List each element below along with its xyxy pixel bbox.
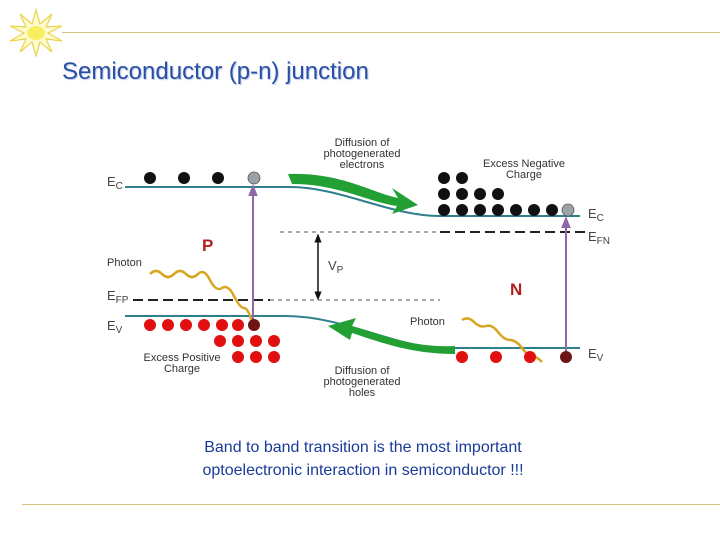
electron (528, 204, 540, 216)
electron-diffusion-label: Diffusion of photogenerated electrons (323, 137, 401, 171)
electron (438, 172, 450, 184)
electron (474, 204, 486, 216)
photogenerated-hole (560, 351, 572, 363)
hole (268, 351, 280, 363)
hole-diffusion-arrow (328, 318, 455, 354)
hole (232, 351, 244, 363)
excess-holes (144, 319, 280, 363)
p-region-label: P (202, 236, 214, 255)
efn-label: EFN (588, 229, 611, 247)
hole (268, 335, 280, 347)
ec-left-label: EC (107, 174, 123, 192)
hole (180, 319, 192, 331)
electron (178, 172, 190, 184)
p-side-electrons (144, 171, 261, 185)
hole (162, 319, 174, 331)
n-region-label: N (510, 280, 523, 299)
photogenerated-electron (247, 171, 261, 185)
electron (212, 172, 224, 184)
hole (214, 335, 226, 347)
excess-positive-label: Excess Positive Charge (143, 352, 221, 375)
electron-diffusion-arrow (288, 173, 418, 214)
hole-diffusion-label: Diffusion of photogenerated holes (323, 365, 401, 399)
page-title: Semiconductor (p-n) junction (62, 58, 369, 85)
photon-wave-left (149, 269, 254, 323)
electron (456, 188, 468, 200)
photon-label-left: Photon (107, 257, 142, 269)
bottom-rule (22, 504, 720, 505)
sun-icon (9, 8, 63, 58)
photogenerated-hole (248, 319, 260, 331)
hole (250, 335, 262, 347)
electron (474, 188, 486, 200)
electron (492, 204, 504, 216)
excess-electrons (438, 172, 575, 217)
electron (546, 204, 558, 216)
caption: Band to band transition is the most impo… (130, 436, 596, 482)
conduction-band-edge (125, 186, 580, 217)
hole (250, 351, 262, 363)
vp-label: VP (328, 258, 344, 276)
ec-right-label: EC (588, 206, 604, 224)
ev-right-label: EV (588, 346, 604, 364)
efp-label: EFP (107, 288, 129, 306)
photon-label-right: Photon (410, 316, 445, 328)
electron (438, 188, 450, 200)
hole (232, 319, 244, 331)
ev-left-label: EV (107, 318, 123, 336)
hole (216, 319, 228, 331)
excess-negative-label: Excess Negative Charge (483, 158, 565, 181)
hole (198, 319, 210, 331)
hole (490, 351, 502, 363)
hole (524, 351, 536, 363)
top-rule (62, 32, 720, 33)
n-side-holes (456, 351, 572, 363)
electron (492, 188, 504, 200)
electron (510, 204, 522, 216)
electron (438, 204, 450, 216)
electron (456, 172, 468, 184)
hole (456, 351, 468, 363)
hole (144, 319, 156, 331)
caption-line-1: Band to band transition is the most impo… (204, 439, 522, 456)
photogenerated-electron (561, 203, 575, 217)
hole (232, 335, 244, 347)
caption-line-2: optoelectronic interaction in semiconduc… (202, 462, 524, 479)
electron (144, 172, 156, 184)
electron (456, 204, 468, 216)
